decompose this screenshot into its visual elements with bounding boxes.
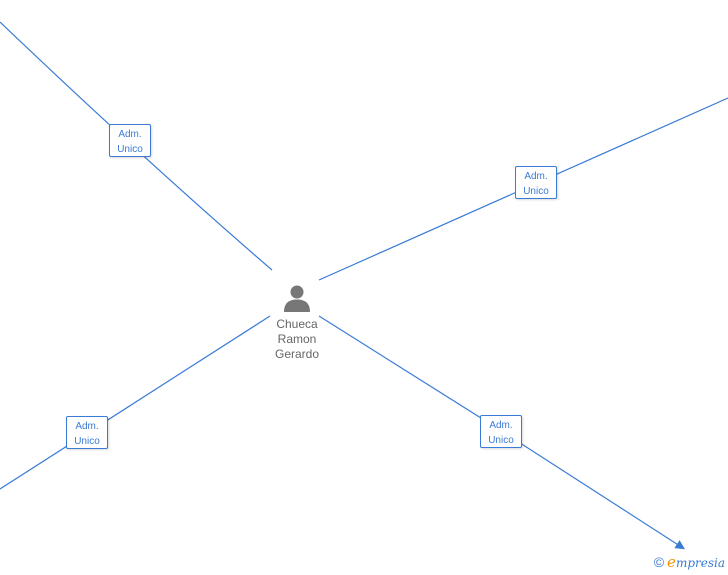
brand-logo-text: mpresia (675, 556, 725, 570)
relation-role-line2: Unico (523, 186, 549, 197)
person-name: Chueca Ramon Gerardo (262, 317, 332, 362)
relation-box-top-left[interactable]: Adm. Unico (109, 124, 151, 157)
person-silhouette-icon (284, 285, 310, 312)
person-name-line: Gerardo (274, 347, 320, 361)
copyright-icon: © (653, 554, 665, 570)
relation-role-line2: Unico (488, 435, 514, 446)
brand-logo-initial: e (667, 553, 676, 571)
relation-role-line2: Unico (117, 144, 143, 155)
relation-role-line1: Adm. (524, 171, 548, 182)
person-name-line: Chueca (276, 317, 318, 331)
person-name-line: Ramon (277, 332, 317, 346)
relation-box-bottom-right[interactable]: Adm. Unico (480, 415, 522, 448)
relation-role-line1: Adm. (489, 420, 513, 431)
brand-footer[interactable]: ©empresia (654, 553, 725, 571)
relation-box-bottom-left[interactable]: Adm. Unico (66, 416, 108, 449)
relation-box-top-right[interactable]: Adm. Unico (515, 166, 557, 199)
relation-role-line1: Adm. (118, 129, 142, 140)
relation-role-line1: Adm. (75, 421, 99, 432)
relation-role-line2: Unico (74, 436, 100, 447)
person-node[interactable]: Chueca Ramon Gerardo (262, 283, 332, 362)
edge-bottom-left (0, 315, 271, 490)
